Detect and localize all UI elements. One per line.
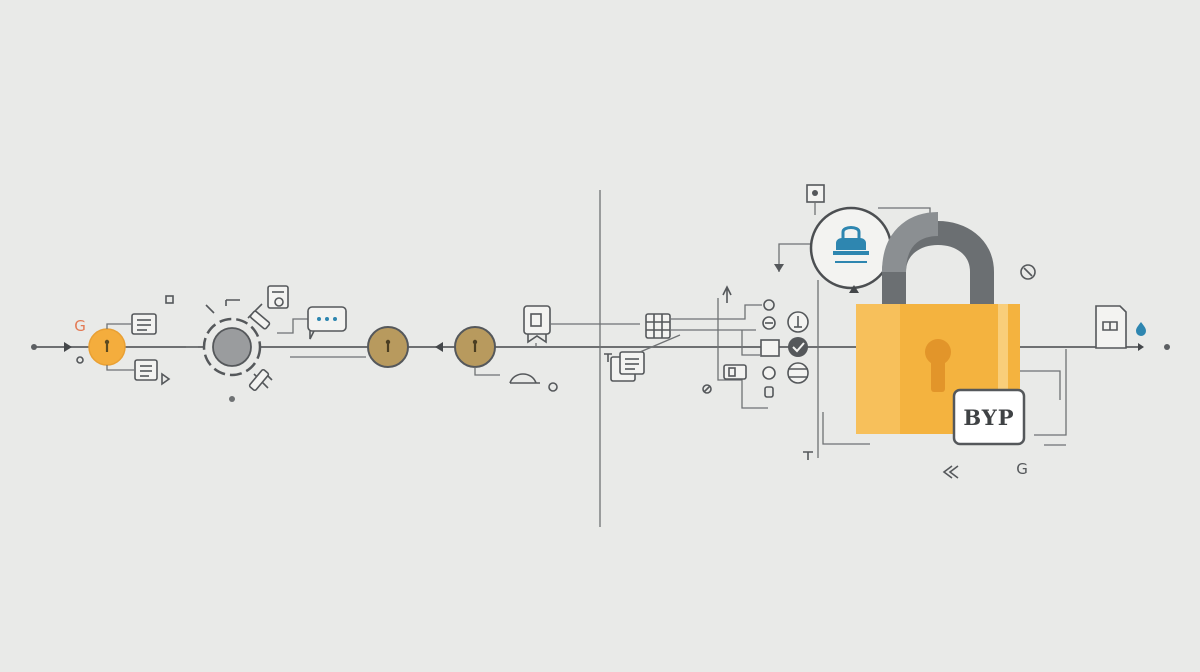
list-icon (134, 359, 158, 381)
end-dot (1164, 344, 1170, 350)
t-icon-right (803, 451, 813, 460)
arrow-right-icon (1138, 343, 1144, 351)
notes-icon (610, 351, 645, 382)
checkmark-icon (788, 337, 808, 357)
rewind-icon (942, 465, 959, 479)
olive-key-node-left (367, 326, 409, 368)
arc-icon (509, 373, 537, 384)
globe-icon (787, 362, 809, 384)
plus-circle-icon (762, 366, 776, 380)
book-icon (1095, 305, 1127, 349)
cloud-lock-icon (809, 206, 893, 290)
ring-icon-a (763, 299, 775, 311)
start-dot (31, 344, 37, 350)
orange-key-node (88, 328, 126, 366)
certificate-icon (523, 305, 551, 344)
small-lock-icon (764, 386, 774, 398)
right-cluster: BYP G (702, 184, 1146, 479)
grid-icon (645, 313, 671, 339)
olive-key-node-right (454, 326, 496, 368)
folder-icon (723, 364, 747, 380)
dot-marker (229, 396, 235, 402)
small-ring-icon (76, 356, 84, 364)
small-ring-icon-2 (548, 382, 558, 392)
clipboard-icon (267, 285, 289, 309)
ring-icon-b (702, 384, 712, 394)
badge: BYP (952, 388, 1026, 446)
play-arrow-icon (64, 342, 72, 352)
t-icon (604, 353, 612, 362)
badge-label: BYP (963, 405, 1014, 430)
letter-g-right: G (1016, 460, 1028, 478)
water-drop-icon (1136, 322, 1146, 336)
small-box-icon (165, 295, 174, 304)
user-circle-icon (787, 311, 809, 333)
left-cluster: G (74, 285, 409, 402)
letter-g-left: G (74, 317, 86, 335)
chat-bubble-icon (307, 306, 347, 340)
arrow-left-icon (435, 342, 443, 352)
arrow-up-icon (722, 285, 732, 303)
square-icon (760, 339, 780, 357)
document-icon (131, 313, 157, 335)
gear-wrench-icon (202, 299, 273, 391)
refresh-icon (1020, 264, 1036, 280)
arrow-down-icon (774, 264, 784, 272)
play-outline-icon (161, 372, 171, 386)
middle-cluster (454, 304, 762, 392)
